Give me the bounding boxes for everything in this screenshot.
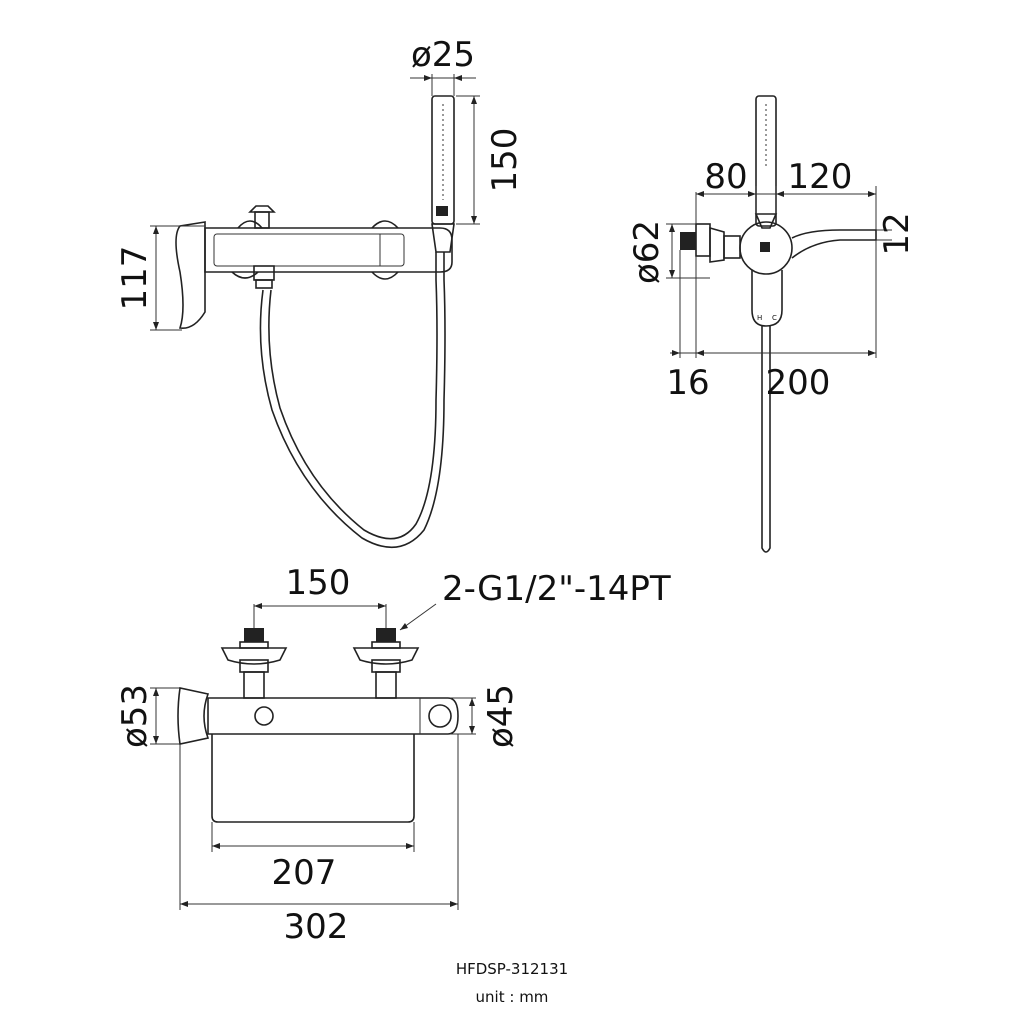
lever-mark-cold: C — [772, 314, 777, 322]
inlet-left — [220, 628, 288, 699]
dim-height: 117 — [115, 225, 205, 331]
thread-callout: 2-G1/2"-14PT — [399, 569, 671, 631]
dim-total-length: 302 — [179, 734, 459, 947]
dim-spout-thickness: 12 — [876, 212, 917, 256]
dim-hand-length: 150 — [456, 95, 525, 225]
dim-profile-diameter: ø62 — [627, 220, 710, 284]
dim-left-label: 80 — [704, 157, 747, 197]
hose-profile — [761, 326, 771, 553]
dim-hand-diameter: ø25 — [410, 35, 476, 96]
dim-thread-label: 2-G1/2"-14PT — [442, 569, 671, 609]
temperature-knob-side — [175, 221, 206, 329]
dim-right-diameter-label: ø45 — [481, 684, 521, 748]
dim-depth: 16 200 — [666, 240, 877, 403]
dim-offset-label: 16 — [666, 363, 709, 403]
dim-left-diameter: ø53 — [115, 684, 180, 748]
front-view: 150 2-G1/2"-14PT ø53 ø45 — [115, 563, 671, 947]
inlet-right — [352, 628, 420, 699]
handshower-profile — [754, 95, 778, 229]
mixing-lever: H C — [751, 270, 783, 327]
dim-left-diameter-label: ø53 — [115, 684, 155, 748]
spout — [791, 229, 877, 259]
unit-label: unit : mm — [476, 988, 549, 1006]
mixer-body-round — [739, 221, 793, 275]
handshower — [431, 95, 455, 253]
dim-width: 80 120 — [695, 157, 877, 230]
model-number: HFDSP-312131 — [456, 960, 568, 978]
shower-hose — [259, 252, 446, 549]
dim-total-label: 302 — [284, 907, 349, 947]
dim-body-length: 207 — [211, 822, 415, 893]
profile-view: H C 80 120 ø62 — [627, 95, 917, 553]
mixer-body-side — [204, 205, 453, 289]
dim-hand-diameter-label: ø25 — [411, 35, 475, 75]
wall-fitting — [680, 223, 741, 263]
side-view: ø25 150 117 — [115, 35, 525, 549]
temperature-knob-front — [177, 687, 210, 745]
lever-mark-hot: H — [757, 314, 762, 322]
dim-body-label: 207 — [272, 853, 337, 893]
dim-right-diameter: ø45 — [450, 684, 521, 748]
dim-small-label: 12 — [877, 212, 917, 255]
dim-inlet-centers: 150 — [253, 563, 387, 628]
dim-height-label: 117 — [115, 246, 155, 311]
dim-hand-length-label: 150 — [485, 128, 525, 193]
mixer-body-front — [207, 697, 459, 823]
dim-centers-label: 150 — [286, 563, 351, 603]
dim-right-label: 120 — [788, 157, 853, 197]
dim-depth-label: 200 — [766, 363, 831, 403]
dim-diameter-label: ø62 — [627, 220, 667, 284]
